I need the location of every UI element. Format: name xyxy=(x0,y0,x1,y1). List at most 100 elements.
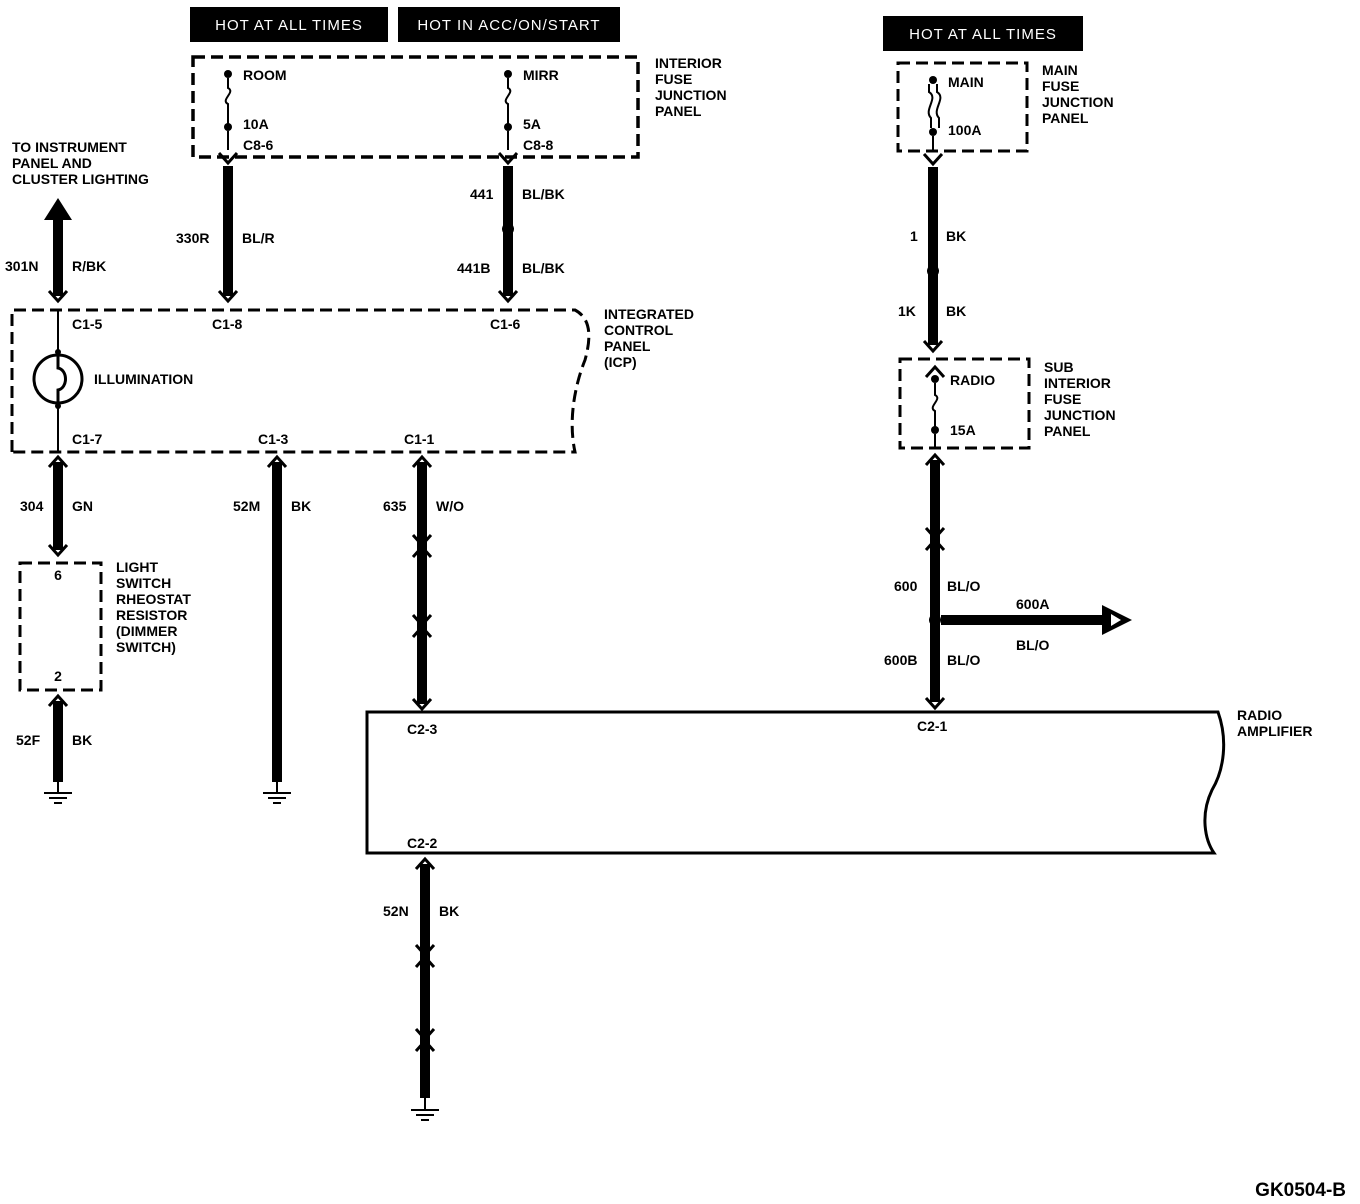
svg-text:SUB: SUB xyxy=(1044,359,1074,375)
svg-text:AMPLIFIER: AMPLIFIER xyxy=(1237,723,1312,739)
header-hot-in-acc: HOT IN ACC/ON/START xyxy=(398,7,620,42)
svg-text:304: 304 xyxy=(20,498,44,514)
ground-icon xyxy=(410,1109,440,1121)
illumination-label: ILLUMINATION xyxy=(94,371,193,387)
mirr-fuse-amps: 5A xyxy=(523,116,541,132)
wire-304: 304 GN xyxy=(20,455,93,557)
wire-600: 600 BL/O xyxy=(894,453,981,626)
svg-text:JUNCTION: JUNCTION xyxy=(655,87,727,103)
integrated-control-panel: C1-5 C1-8 C1-6 C1-7 C1-3 C1-1 ILLUMINATI… xyxy=(10,308,591,454)
svg-text:441: 441 xyxy=(470,186,494,202)
wire-1k: 1K BK xyxy=(898,272,966,353)
svg-text:600: 600 xyxy=(894,578,918,594)
pin-c1-8: C1-8 xyxy=(212,316,243,332)
main-fuse-name: MAIN xyxy=(948,74,984,90)
pin-c1-3: C1-3 xyxy=(258,431,289,447)
svg-text:SWITCH): SWITCH) xyxy=(116,639,176,655)
svg-text:CONTROL: CONTROL xyxy=(604,322,674,338)
svg-text:BL/O: BL/O xyxy=(1016,637,1050,653)
svg-text:TO INSTRUMENT: TO INSTRUMENT xyxy=(12,139,127,155)
pin-c1-6: C1-6 xyxy=(490,316,521,332)
interior-fuse-panel-label: INTERIOR FUSE JUNCTION PANEL xyxy=(655,55,727,119)
icp-label: INTEGRATED CONTROL PANEL (ICP) xyxy=(604,306,694,370)
header-hot-at-all-times-left: HOT AT ALL TIMES xyxy=(190,7,388,42)
svg-text:HOT IN ACC/ON/START: HOT IN ACC/ON/START xyxy=(417,17,600,34)
ground-icon xyxy=(262,792,292,804)
svg-text:BL/O: BL/O xyxy=(947,578,981,594)
svg-text:RESISTOR: RESISTOR xyxy=(116,607,187,623)
pin-c2-2: C2-2 xyxy=(407,835,438,851)
svg-text:52N: 52N xyxy=(383,903,409,919)
light-switch-rheostat: 6 2 xyxy=(18,561,103,692)
wire-52n: 52N BK xyxy=(383,857,459,1121)
svg-text:RHEOSTAT: RHEOSTAT xyxy=(116,591,191,607)
pin-c1-1: C1-1 xyxy=(404,431,435,447)
room-fuse-amps: 10A xyxy=(243,116,269,132)
svg-text:600A: 600A xyxy=(1016,596,1049,612)
sub-interior-fuse-junction-panel: RADIO 15A xyxy=(898,357,1031,450)
svg-text:1K: 1K xyxy=(898,303,916,319)
wire-1: 1 BK xyxy=(910,167,966,277)
svg-text:JUNCTION: JUNCTION xyxy=(1042,94,1114,110)
mirr-fuse-name: MIRR xyxy=(523,67,559,83)
wire-301n: 301N R/BK xyxy=(5,198,106,303)
diagram-code: GK0504-B xyxy=(1255,1180,1346,1201)
svg-text:LIGHT: LIGHT xyxy=(116,559,158,575)
header-hot-at-all-times-right: HOT AT ALL TIMES xyxy=(883,16,1083,51)
svg-text:BL/O: BL/O xyxy=(947,652,981,668)
svg-text:600B: 600B xyxy=(884,652,917,668)
sub-fuse-panel-label: SUB INTERIOR FUSE JUNCTION PANEL xyxy=(1044,359,1116,439)
svg-text:INTERIOR: INTERIOR xyxy=(1044,375,1111,391)
svg-text:BL/BK: BL/BK xyxy=(522,260,565,276)
svg-text:RADIO: RADIO xyxy=(1237,707,1282,723)
wire-330r: 330R BL/R xyxy=(176,166,275,303)
svg-text:GN: GN xyxy=(72,498,93,514)
svg-text:MAIN: MAIN xyxy=(1042,62,1078,78)
svg-text:BK: BK xyxy=(439,903,459,919)
svg-text:PANEL: PANEL xyxy=(604,338,651,354)
main-fuse-panel-label: MAIN FUSE JUNCTION PANEL xyxy=(1042,62,1114,126)
radio-amplifier-label: RADIO AMPLIFIER xyxy=(1237,707,1312,739)
wire-600a: 600A BL/O xyxy=(941,596,1132,653)
svg-text:441B: 441B xyxy=(457,260,490,276)
svg-text:SWITCH: SWITCH xyxy=(116,575,171,591)
pin-c2-1: C2-1 xyxy=(917,718,948,734)
svg-text:301N: 301N xyxy=(5,258,38,274)
svg-text:HOT AT ALL TIMES: HOT AT ALL TIMES xyxy=(909,26,1057,43)
wire-52m: 52M BK xyxy=(233,455,311,804)
svg-text:INTERIOR: INTERIOR xyxy=(655,55,722,71)
svg-text:INTEGRATED: INTEGRATED xyxy=(604,306,694,322)
wire-52f: 52F BK xyxy=(16,694,92,804)
svg-text:PANEL: PANEL xyxy=(655,103,702,119)
svg-text:BK: BK xyxy=(291,498,311,514)
wire-441b: 441B BL/BK xyxy=(457,230,565,303)
svg-text:(DIMMER: (DIMMER xyxy=(116,623,177,639)
pin-c2-3: C2-3 xyxy=(407,721,438,737)
svg-text:BK: BK xyxy=(946,303,966,319)
pin-c1-5: C1-5 xyxy=(72,316,103,332)
wire-600b: 600B BL/O xyxy=(884,621,981,710)
room-fuse-name: ROOM xyxy=(243,67,287,83)
main-fuse-amps: 100A xyxy=(948,122,981,138)
svg-text:52F: 52F xyxy=(16,732,41,748)
ground-icon xyxy=(43,792,73,804)
wire-441: 441 BL/BK xyxy=(470,166,565,235)
svg-text:R/BK: R/BK xyxy=(72,258,106,274)
light-switch-label: LIGHT SWITCH RHEOSTAT RESISTOR (DIMMER S… xyxy=(116,559,191,655)
svg-text:BL/R: BL/R xyxy=(242,230,275,246)
svg-text:W/O: W/O xyxy=(436,498,464,514)
svg-text:635: 635 xyxy=(383,498,407,514)
wire-635: 635 W/O xyxy=(383,455,464,711)
room-fuse-connector: C8-6 xyxy=(243,137,274,153)
svg-text:PANEL: PANEL xyxy=(1042,110,1089,126)
svg-text:2: 2 xyxy=(54,668,62,684)
mirr-fuse-connector: C8-8 xyxy=(523,137,554,153)
svg-text:52M: 52M xyxy=(233,498,260,514)
radio-fuse-name: RADIO xyxy=(950,372,995,388)
svg-text:1: 1 xyxy=(910,228,918,244)
svg-text:HOT AT ALL TIMES: HOT AT ALL TIMES xyxy=(215,17,363,34)
svg-text:JUNCTION: JUNCTION xyxy=(1044,407,1116,423)
svg-text:(ICP): (ICP) xyxy=(604,354,637,370)
interior-fuse-junction-panel: ROOM 10A C8-6 MIRR 5A C8-8 xyxy=(191,55,640,165)
